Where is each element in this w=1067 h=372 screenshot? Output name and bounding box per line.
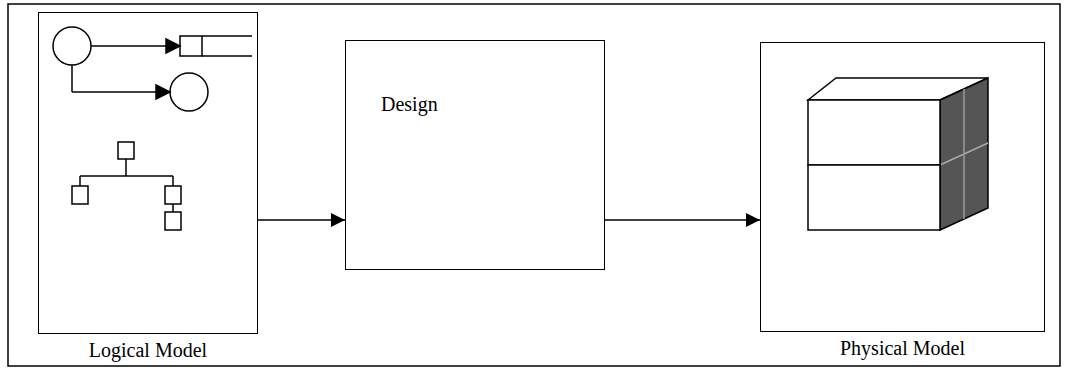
process-box: Design [345, 40, 605, 270]
flow-arrow [258, 219, 345, 221]
data-flow-symbols [53, 27, 252, 111]
outer-frame [8, 4, 1060, 366]
box-label: Design [381, 93, 438, 116]
model-box: Logical Model [38, 12, 258, 334]
model-label: Physical Model [840, 337, 965, 360]
flow-arrow [605, 219, 760, 221]
storage-cube [808, 78, 988, 230]
model-label: Logical Model [89, 339, 207, 362]
model-box: Physical Model [760, 42, 1045, 332]
hierarchy-chart [72, 142, 181, 230]
